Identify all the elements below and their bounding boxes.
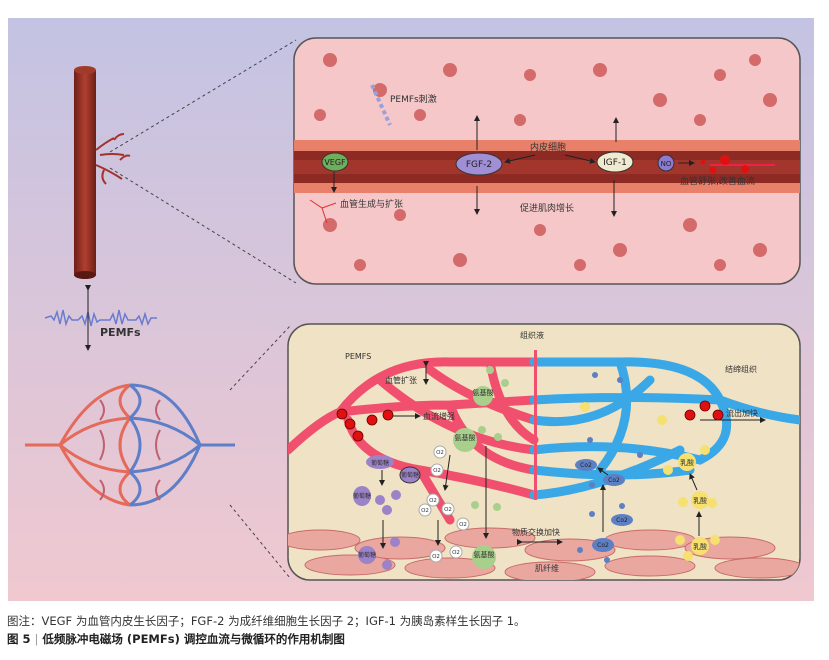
o2-label: O2 <box>432 554 440 560</box>
outflow-faster-label: 流出加快 <box>726 408 758 418</box>
lactic-acid-label: 乳酸 <box>680 458 694 467</box>
o2-label: O2 <box>444 507 452 513</box>
glucose-label: 葡萄糖 <box>401 471 419 479</box>
zoom-line <box>109 167 297 284</box>
bottom-panel-microcirculation: 组织液 PEMFS 结缔组织 血管扩张 血流增强 流出加快 氨基酸 氨基酸 氨基… <box>287 323 801 581</box>
o2-label: O2 <box>429 498 437 504</box>
vegf-label: VEGF <box>324 158 346 167</box>
zoom-line <box>109 39 297 153</box>
pemfs-mechanism-figure: PEMFs PEMFs刺激 内皮细胞 VEGF FGF-2 IGF-1 NO <box>8 18 814 601</box>
igf1-node <box>596 151 634 173</box>
angiogenesis-label: 血管生成与扩张 <box>340 198 403 210</box>
lactic-acid-label: 乳酸 <box>693 496 707 505</box>
no-node <box>657 154 675 172</box>
amino-acid-label: 氨基酸 <box>455 433 476 442</box>
blood-flow-increase-label: 血流增强 <box>423 411 455 421</box>
no-label: NO <box>661 160 672 168</box>
o2-label: O2 <box>433 468 441 474</box>
igf1-label: IGF-1 <box>603 158 627 168</box>
blood-vessel-illustration <box>74 66 131 279</box>
endothelial-cells-label: 内皮细胞 <box>530 141 566 153</box>
zoom-line <box>229 504 291 579</box>
figure-note: 图注：VEGF 为血管内皮生长因子；FGF-2 为成纤维细胞生长因子 2；IGF… <box>7 614 526 628</box>
vegf-node <box>321 152 349 172</box>
co2-label: Co2 <box>597 542 609 549</box>
fgf2-node <box>455 152 503 176</box>
vessel-dilation-label: 血管扩张 <box>385 375 417 385</box>
co2-label: Co2 <box>580 462 592 469</box>
amino-acid-label: 氨基酸 <box>473 388 494 397</box>
pemfs-wave-icon <box>44 309 157 327</box>
caption-divider: | <box>34 632 39 646</box>
zoom-line <box>229 325 291 391</box>
figure-caption: 图 5|低频脉冲电磁场 (PEMFs) 调控血流与微循环的作用机制图 <box>7 631 345 647</box>
pemfs-label-bottom: PEMFS <box>345 352 371 361</box>
pemfs-stimulus-label: PEMFs刺激 <box>390 93 437 105</box>
figure-title: 低频脉冲电磁场 (PEMFs) 调控血流与微循环的作用机制图 <box>42 632 345 646</box>
muscle-growth-label: 促进肌肉增长 <box>520 202 574 214</box>
exchange-faster-label: 物质交换加快 <box>512 527 560 537</box>
figure-number: 图 5 <box>7 632 31 646</box>
glucose-label: 葡萄糖 <box>353 492 371 500</box>
co2-label: Co2 <box>616 517 628 524</box>
top-panel-endothelial: PEMFs刺激 内皮细胞 VEGF FGF-2 IGF-1 NO 血管舒张,改善… <box>293 37 801 285</box>
connective-tissue-label: 结缔组织 <box>725 364 757 374</box>
microvascular-network-illustration <box>25 383 235 507</box>
co2-label: Co2 <box>608 477 620 484</box>
o2-label: O2 <box>459 522 467 528</box>
vasodilation-label: 血管舒张,改善血流 <box>680 175 755 187</box>
o2-label: O2 <box>436 450 444 456</box>
o2-label: O2 <box>452 550 460 556</box>
amino-acid-label: 氨基酸 <box>474 550 495 559</box>
lactic-acid-label: 乳酸 <box>693 542 707 551</box>
tissue-fluid-label: 组织液 <box>520 330 544 340</box>
muscle-fiber-label: 肌纤维 <box>535 563 559 573</box>
fgf2-label: FGF-2 <box>466 160 492 170</box>
glucose-label: 葡萄糖 <box>358 551 376 559</box>
pemfs-label: PEMFs <box>100 326 141 339</box>
o2-label: O2 <box>421 508 429 514</box>
glucose-label: 葡萄糖 <box>371 459 389 467</box>
